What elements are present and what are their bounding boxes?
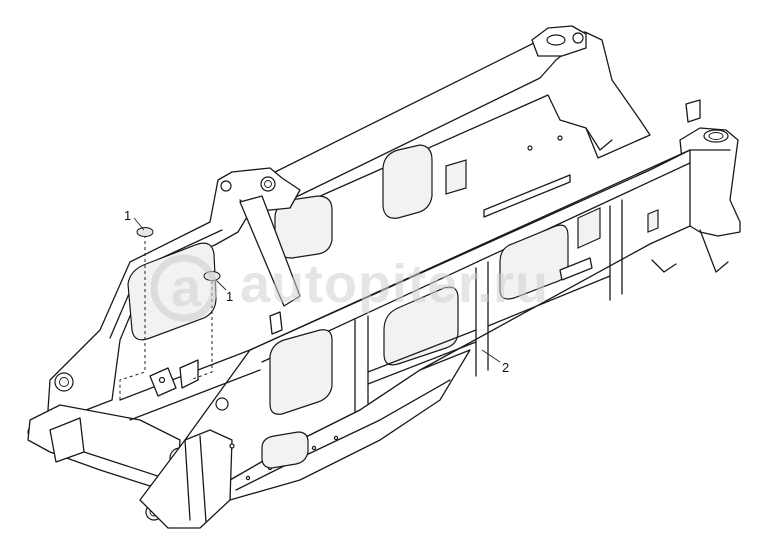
leader-lines bbox=[133, 217, 501, 363]
leader-plug-upper bbox=[133, 217, 145, 231]
callout-plug-upper: 1 bbox=[124, 208, 131, 223]
plug-upper bbox=[136, 227, 154, 237]
rear-side-wall bbox=[254, 31, 651, 259]
rear-upper-bracket bbox=[531, 25, 587, 57]
leader-plug-lower bbox=[215, 279, 227, 291]
watermark: a autopiter.ru bbox=[150, 254, 549, 322]
leader-frame bbox=[481, 349, 501, 363]
callout-plug-lower: 1 bbox=[226, 289, 233, 304]
callout-frame: 2 bbox=[502, 360, 509, 375]
front-cross-member bbox=[27, 404, 233, 529]
inner-floor bbox=[119, 311, 333, 469]
watermark-logo bbox=[150, 254, 218, 322]
watermark-text: autopiter.ru bbox=[240, 254, 549, 314]
rear-right-post bbox=[651, 99, 741, 273]
plug-group bbox=[119, 227, 221, 400]
watermark-logo-letter: a bbox=[171, 258, 202, 318]
